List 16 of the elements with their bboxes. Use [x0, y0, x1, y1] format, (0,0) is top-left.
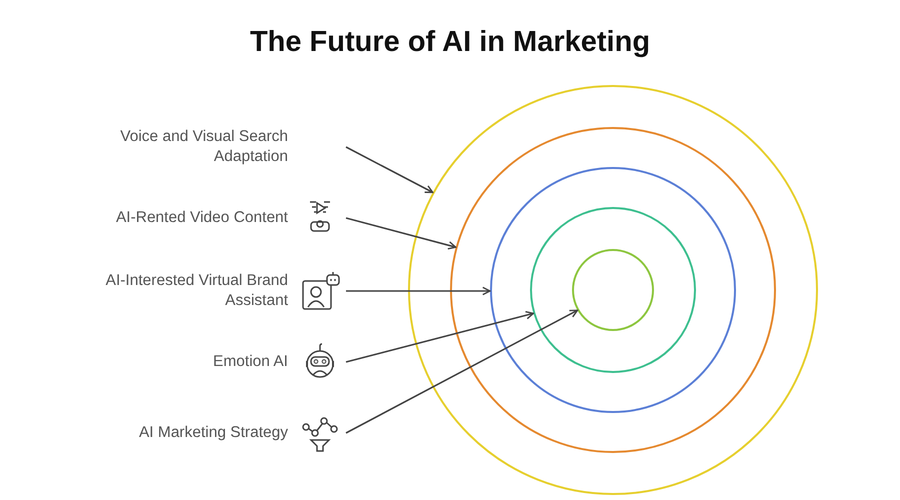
arrow [346, 286, 491, 296]
item-label: AI Marketing Strategy [138, 423, 288, 443]
ring-circle [408, 85, 818, 495]
arrow [346, 146, 434, 194]
item-label: AI-Interested Virtual Brand Assistant [104, 271, 288, 311]
item-label: AI-Rented Video Content [116, 208, 288, 228]
arrow [346, 310, 534, 363]
ring-circle [490, 167, 736, 413]
item-label: Emotion AI [213, 352, 288, 372]
arrow [346, 310, 578, 434]
ring-circle [530, 207, 696, 373]
item-label: Voice and Visual Search Adaptation [119, 127, 288, 167]
ring-circle [450, 127, 776, 453]
title: The Future of AI in Marketing [248, 26, 652, 59]
ring-circle [572, 249, 654, 331]
arrow [346, 217, 456, 250]
